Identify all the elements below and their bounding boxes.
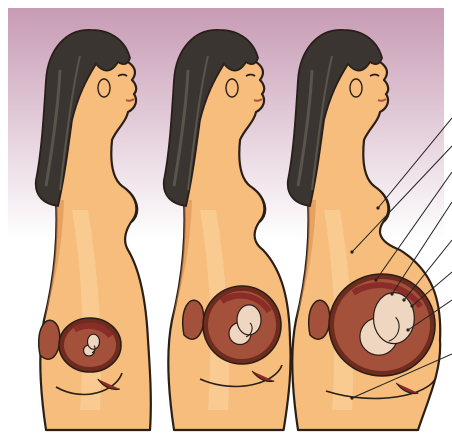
intestine-loop bbox=[309, 300, 330, 339]
leader-dot bbox=[376, 206, 379, 209]
ear bbox=[98, 79, 110, 97]
leader-dot bbox=[390, 292, 393, 295]
figures-group bbox=[36, 30, 440, 430]
leader-dot bbox=[402, 298, 405, 301]
leader-dot bbox=[374, 278, 377, 281]
intestine-loop bbox=[183, 300, 204, 339]
fetus-body bbox=[374, 293, 415, 344]
ear bbox=[350, 79, 362, 97]
fetus-body bbox=[237, 305, 261, 335]
fetus-body bbox=[88, 334, 100, 349]
intestine-loop bbox=[39, 320, 60, 359]
ear bbox=[226, 79, 238, 97]
leader-dot bbox=[410, 304, 413, 307]
leader-dot bbox=[350, 396, 353, 399]
leader-dot bbox=[350, 250, 353, 253]
leader-dot bbox=[406, 328, 409, 331]
